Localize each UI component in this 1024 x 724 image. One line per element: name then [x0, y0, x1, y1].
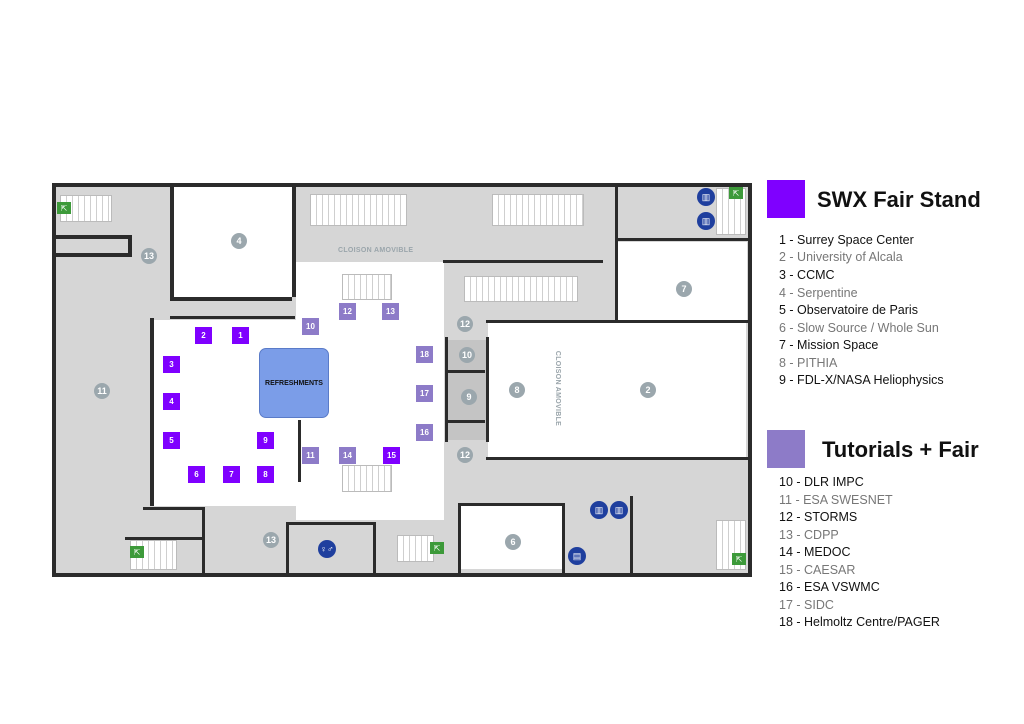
room-label: 12	[457, 447, 473, 463]
swx-stand-2[interactable]: 2	[195, 327, 212, 344]
room-label: 4	[231, 233, 247, 249]
swx-stand-9[interactable]: 9	[257, 432, 274, 449]
swx-stand-3[interactable]: 3	[163, 356, 180, 373]
stairs	[310, 194, 407, 226]
tutorial-stand-10[interactable]: 10	[302, 318, 319, 335]
stairs	[464, 276, 578, 302]
room-label: 13	[263, 532, 279, 548]
legend-item: 6 - Slow Source / Whole Sun	[779, 321, 939, 335]
stairs	[342, 274, 392, 300]
room-label: 9	[461, 389, 477, 405]
tutorial-stand-11[interactable]: 11	[302, 447, 319, 464]
room-label: 10	[459, 347, 475, 363]
stairs	[492, 194, 584, 226]
legend-item: 11 - ESA SWESNET	[779, 493, 893, 507]
restroom-icon: ♀♂	[318, 540, 336, 558]
tutorial-stand-18[interactable]: 18	[416, 346, 433, 363]
cloison-label-vertical: CLOISON AMOVIBLE	[554, 350, 562, 427]
emergency-exit-icon: ⇱	[729, 187, 743, 199]
legend-item: 9 - FDL-X/NASA Heliophysics	[779, 373, 944, 387]
swx-stand-8[interactable]: 8	[257, 466, 274, 483]
legend-item: 1 - Surrey Space Center	[779, 233, 914, 247]
elevator-icon: ▥	[590, 501, 608, 519]
legend-item: 10 - DLR IMPC	[779, 475, 864, 489]
legend-item: 14 - MEDOC	[779, 545, 851, 559]
room-label: 7	[676, 281, 692, 297]
swx-stand-6[interactable]: 6	[188, 466, 205, 483]
stairs	[397, 535, 434, 562]
tutorial-stand-15[interactable]: 15	[383, 447, 400, 464]
room-label: 2	[640, 382, 656, 398]
room-label: 11	[94, 383, 110, 399]
refreshments-area: REFRESHMENTS	[259, 348, 329, 418]
stairs	[342, 465, 392, 492]
swx-stand-4[interactable]: 4	[163, 393, 180, 410]
room-label: 8	[509, 382, 525, 398]
swx-stand-1[interactable]: 1	[232, 327, 249, 344]
cloison-label: CLOISON AMOVIBLE	[338, 247, 414, 254]
tutorials-legend-swatch	[767, 430, 805, 468]
emergency-exit-icon: ⇱	[57, 202, 71, 214]
tutorial-stand-13[interactable]: 13	[382, 303, 399, 320]
legend-item: 5 - Observatoire de Paris	[779, 303, 918, 317]
swx-legend-title: SWX Fair Stand	[817, 187, 981, 212]
room-2	[488, 323, 746, 457]
room-label: 6	[505, 534, 521, 550]
legend-item: 18 - Helmoltz Centre/PAGER	[779, 615, 940, 629]
legend-item: 17 - SIDC	[779, 598, 834, 612]
tutorial-stand-12[interactable]: 12	[339, 303, 356, 320]
cloakroom-icon: ▤	[568, 547, 586, 565]
elevator-icon: ▥	[697, 212, 715, 230]
legend-item: 4 - Serpentine	[779, 286, 858, 300]
elevator-icon: ▥	[697, 188, 715, 206]
elevator-icon: ▥	[610, 501, 628, 519]
legend-item: 8 - PITHIA	[779, 356, 838, 370]
emergency-exit-icon: ⇱	[430, 542, 444, 554]
room-label: 12	[457, 316, 473, 332]
legend-item: 13 - CDPP	[779, 528, 839, 542]
legend-item: 2 - University of Alcala	[779, 250, 903, 264]
legend-item: 12 - STORMS	[779, 510, 858, 524]
legend-item: 7 - Mission Space	[779, 338, 879, 352]
swx-legend-swatch	[767, 180, 805, 218]
tutorial-stand-17[interactable]: 17	[416, 385, 433, 402]
swx-stand-7[interactable]: 7	[223, 466, 240, 483]
legend-item: 15 - CAESAR	[779, 563, 856, 577]
legend-item: 3 - CCMC	[779, 268, 835, 282]
emergency-exit-icon: ⇱	[130, 546, 144, 558]
stairs	[130, 540, 177, 570]
tutorials-legend-title: Tutorials + Fair	[822, 437, 979, 462]
legend-item: 16 - ESA VSWMC	[779, 580, 880, 594]
room-label: 13	[141, 248, 157, 264]
emergency-exit-icon: ⇱	[732, 553, 746, 565]
tutorial-stand-16[interactable]: 16	[416, 424, 433, 441]
tutorial-stand-14[interactable]: 14	[339, 447, 356, 464]
swx-stand-5[interactable]: 5	[163, 432, 180, 449]
